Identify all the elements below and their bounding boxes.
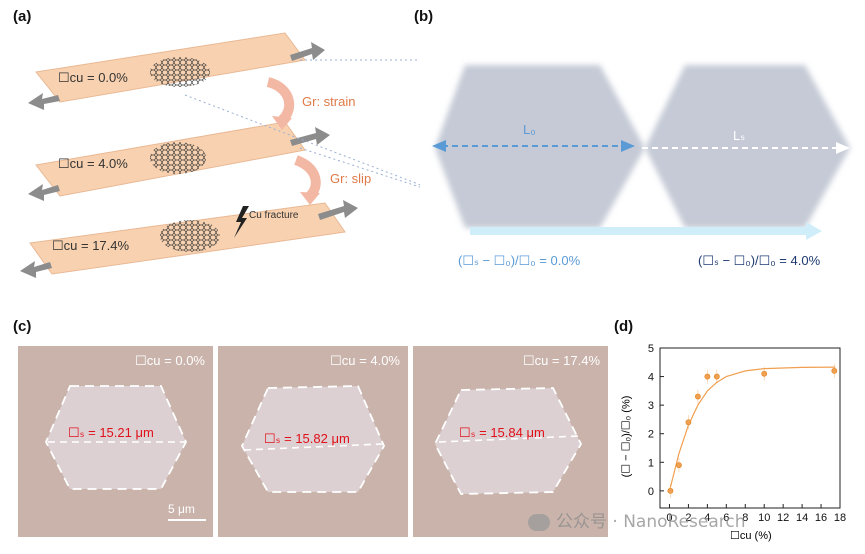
data-point bbox=[694, 393, 701, 400]
chart-ylabel: (☐ − ☐₀)/☐₀ (%) bbox=[620, 395, 633, 478]
image-3-measure: ☐ₛ = 15.84 μm bbox=[459, 425, 545, 440]
image-2-measure: ☐ₛ = 15.82 μm bbox=[264, 431, 350, 446]
tension-arrows bbox=[20, 42, 358, 278]
x-tick-label: 8 bbox=[742, 512, 748, 524]
x-tick-label: 18 bbox=[834, 512, 846, 524]
hexagon-unstrained bbox=[435, 65, 645, 228]
image-3-strain: ☐cu = 17.4% bbox=[522, 353, 600, 368]
y-tick-label: 0 bbox=[648, 486, 654, 498]
x-tick-label: 2 bbox=[685, 512, 691, 524]
gr-strain-label: Gr: strain bbox=[302, 94, 355, 109]
chart-xlabel: ☐cu (%) bbox=[730, 530, 772, 542]
image-2-strain: ☐cu = 4.0% bbox=[330, 353, 400, 368]
data-point bbox=[713, 373, 720, 380]
y-tick-label: 2 bbox=[648, 429, 654, 441]
hexagon-strained bbox=[645, 65, 850, 228]
y-tick-label: 4 bbox=[648, 372, 654, 384]
chart-axes bbox=[659, 347, 841, 509]
optical-image-1: ☐cu = 0.0% ☐ₛ = 15.21 μm 5 μm bbox=[18, 346, 213, 537]
optical-image-2: ☐cu = 4.0% ☐ₛ = 15.82 μm bbox=[218, 346, 408, 537]
ls-label: Lₛ bbox=[733, 128, 745, 143]
x-tick-label: 14 bbox=[796, 512, 808, 524]
x-tick-label: 10 bbox=[758, 512, 770, 524]
y-tick-label: 1 bbox=[648, 457, 654, 469]
cu-fracture-label: Cu fracture bbox=[249, 210, 299, 221]
x-tick-label: 0 bbox=[666, 512, 672, 524]
panel-c-label: (c) bbox=[13, 318, 32, 335]
watermark: 公众号 · NanoResearch bbox=[528, 507, 746, 532]
scale-bar bbox=[168, 519, 206, 521]
data-point bbox=[831, 367, 838, 374]
x-tick-label: 12 bbox=[777, 512, 789, 524]
l0-label: L₀ bbox=[523, 122, 536, 137]
x-tick-label: 16 bbox=[815, 512, 827, 524]
y-tick-label: 5 bbox=[648, 343, 654, 355]
graphene-flake-3 bbox=[160, 220, 220, 252]
panel-a-illustration: Gr: strain Gr: slip Cu fracture ☐cu = 0.… bbox=[20, 32, 420, 278]
gr-slip-label: Gr: slip bbox=[330, 171, 371, 186]
graphene-flake-2 bbox=[150, 142, 206, 174]
strain-progress-bar bbox=[470, 227, 810, 235]
slip-arrow bbox=[293, 155, 321, 200]
data-point bbox=[667, 487, 674, 494]
panel-b-label: (b) bbox=[414, 8, 434, 25]
formula-unstrained: (☐ₛ − ☐₀)/☐₀ = 0.0% bbox=[458, 253, 581, 268]
data-point bbox=[676, 462, 682, 469]
panel-d-label: (d) bbox=[614, 318, 634, 335]
strip-1-strain: ☐cu = 0.0% bbox=[58, 70, 128, 85]
watermark-text: 公众号 · NanoResearch bbox=[556, 512, 746, 532]
wechat-icon bbox=[528, 513, 550, 531]
image-1-strain: ☐cu = 0.0% bbox=[135, 353, 205, 368]
graphene-flake-1 bbox=[150, 57, 210, 87]
x-tick-label: 4 bbox=[704, 512, 710, 524]
strain-arrow bbox=[266, 77, 295, 124]
data-point bbox=[704, 373, 711, 380]
optical-image-3: ☐cu = 17.4% ☐ₛ = 15.84 μm bbox=[413, 346, 608, 537]
y-tick-label: 3 bbox=[648, 400, 654, 412]
strip-2-strain: ☐cu = 4.0% bbox=[58, 156, 128, 171]
x-tick-label: 6 bbox=[723, 512, 729, 524]
strip-3-strain: ☐cu = 17.4% bbox=[52, 238, 130, 253]
panel-b-illustration: L₀ Lₛ bbox=[432, 65, 850, 240]
fit-curve bbox=[668, 366, 836, 492]
data-point bbox=[761, 370, 768, 377]
panel-a-label: (a) bbox=[13, 8, 32, 25]
scale-bar-label: 5 μm bbox=[168, 502, 195, 516]
data-point bbox=[685, 419, 692, 426]
image-1-measure: ☐ₛ = 15.21 μm bbox=[68, 425, 154, 440]
formula-strained: (☐ₛ − ☐₀)/☐₀ = 4.0% bbox=[698, 253, 821, 268]
fracture-icon bbox=[234, 206, 249, 238]
